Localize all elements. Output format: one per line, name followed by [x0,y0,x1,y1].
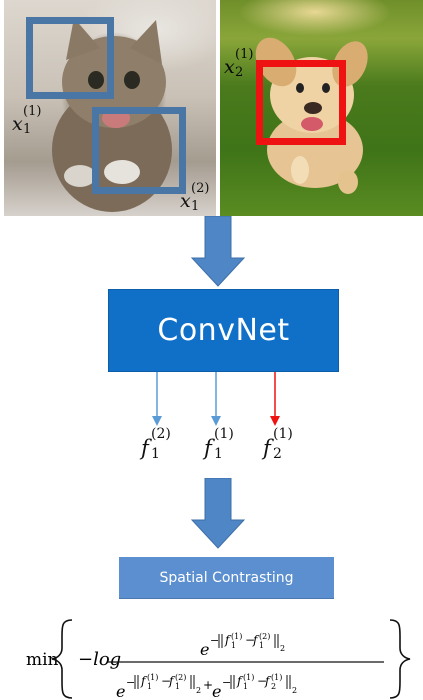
num-f-b-sup: (2) [259,632,270,641]
convnet-label: ConvNet [157,313,290,348]
num-f-a-sub: 1 [231,641,236,650]
den-minus-2: − [222,676,231,689]
den-b-f2-sup: (1) [271,673,282,682]
feature-label-f2-1: f(1)2 [263,426,293,462]
cat-illustration [52,18,172,212]
patch-box-x2-1 [256,60,346,145]
cat-photo: x(1)1 x(2)1 [4,0,216,216]
formula-neg-log: −log [78,649,121,670]
den-a-f2: f [168,674,176,688]
num-minus: − [210,634,219,647]
formula-right-brace [389,619,411,699]
num-f-a-sup: (1) [231,632,242,641]
feature-label-f1-2: f(2)1 [141,426,171,462]
den-a-f2-sup: (2) [175,673,186,682]
num-minus-2: − [245,633,255,647]
spatial-contrasting-label: Spatial Contrasting [159,569,294,586]
den-a-f1-sup: (1) [147,673,158,682]
den-minus-1: − [126,676,135,689]
label-x1-1: x(1)1 [12,104,42,137]
convnet-box: ConvNet [108,289,339,372]
patch-box-x1-1 [26,17,114,99]
feature-arrowhead-2 [211,416,221,426]
den-plus: + [203,678,213,692]
num-f-b: f [252,633,260,647]
den-a-f2-sub: 1 [175,682,180,691]
down-arrow-to-spatial [190,478,246,549]
den-b-f2: f [264,674,272,688]
den-b-minus: − [257,674,267,688]
label-x1-2: x(2)1 [180,181,210,214]
den-b-f1-sub: 1 [243,682,248,691]
den-a-minus: − [161,674,171,688]
den-a-norm-sub: 2 [196,686,201,695]
formula-min: min [26,650,59,670]
num-f-a: f [224,633,232,647]
patch-box-x1-2 [92,107,186,194]
num-norm-sub: 2 [280,644,285,653]
loss-formula: min −log e − f (1) 1 − f (2) 1 2 e − f (… [26,619,411,700]
formula-left-brace [51,619,73,699]
label-x2-1: x(1)2 [224,47,254,80]
dog-photo: x(1)2 [220,0,423,216]
den-e-1: e [116,682,125,700]
formula-denominator: e − f (1) 1 − f (2) 1 2 + e − f (1) 1 − … [116,673,297,700]
feature-arrowhead-1 [152,416,162,426]
num-e: e [200,640,209,659]
den-a-f1-sub: 1 [147,682,152,691]
feature-arrowhead-3 [270,416,280,426]
feature-arrows [152,372,280,426]
den-b-f2-sub: 2 [271,682,276,691]
den-b-f1-sup: (1) [243,673,254,682]
den-b-norm-sub: 2 [292,686,297,695]
den-a-f1: f [140,674,148,688]
den-e-2: e [212,682,221,700]
formula-numerator: e − f (1) 1 − f (2) 1 2 [200,632,285,659]
down-arrow-to-convnet [190,216,246,287]
den-b-f1: f [236,674,244,688]
num-f-b-sub: 1 [259,641,264,650]
feature-label-f1-1: f(1)1 [204,426,234,462]
spatial-contrasting-box: Spatial Contrasting [119,557,334,598]
